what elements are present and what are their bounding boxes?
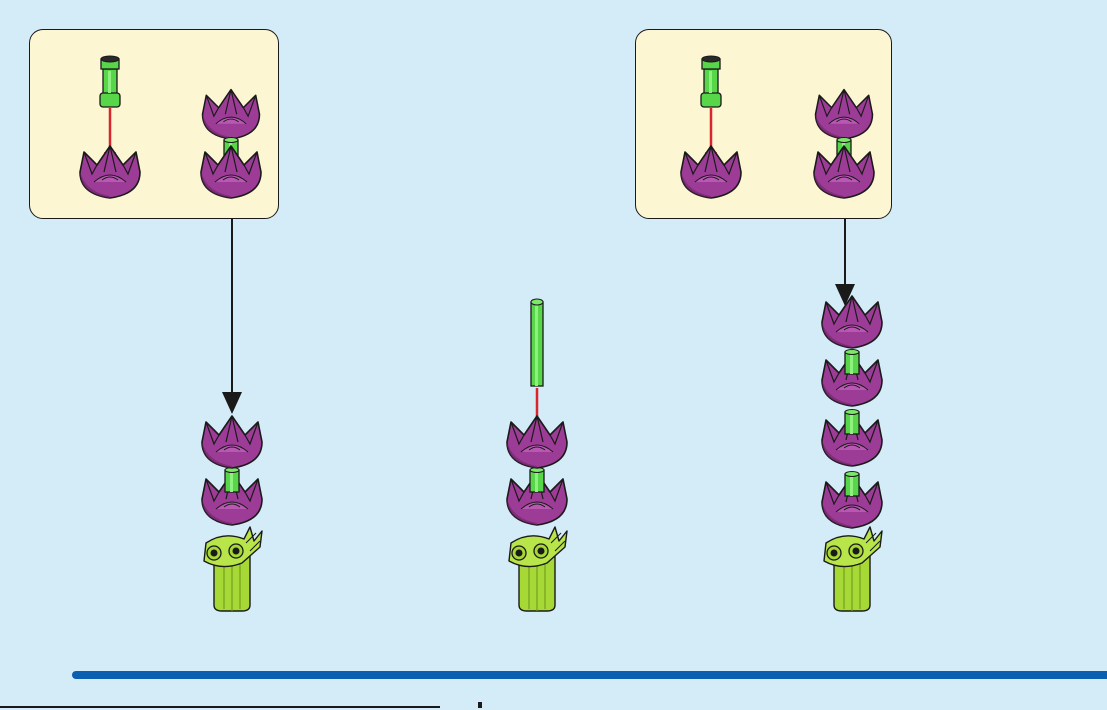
page-edge-line — [0, 706, 440, 708]
base-piece-icon — [204, 527, 262, 611]
flower-piece-icon — [203, 90, 260, 139]
page-edge-tick — [478, 702, 482, 708]
flower-piece-icon — [507, 416, 567, 468]
flower-piece-icon — [816, 90, 873, 139]
stem-piece-icon — [100, 56, 120, 107]
stem-piece-icon — [845, 350, 859, 375]
stem-piece-icon — [225, 468, 239, 493]
flower-piece-icon — [822, 296, 882, 348]
stem-piece-icon — [530, 468, 544, 493]
flower-piece-icon — [201, 146, 261, 198]
flower-piece-icon — [814, 146, 874, 198]
footer-bar — [72, 671, 1107, 679]
base-piece-icon — [509, 527, 567, 611]
callout-right-parts — [681, 56, 874, 198]
flower-piece-icon — [80, 146, 140, 198]
assembly-arrow-icon — [222, 219, 242, 414]
assembly-arrow-icon — [835, 219, 855, 306]
flower-piece-icon — [681, 146, 741, 198]
flower-piece-icon — [202, 416, 262, 468]
stem-piece-icon — [845, 472, 859, 497]
stem-piece-icon — [845, 410, 859, 435]
assembly-right — [822, 296, 882, 611]
base-piece-icon — [824, 527, 882, 611]
stem-piece-icon — [701, 56, 721, 107]
rod-piece-icon — [531, 299, 543, 386]
callout-left-parts — [80, 56, 261, 198]
assembly-left — [202, 416, 262, 611]
assembly-middle — [507, 416, 567, 611]
